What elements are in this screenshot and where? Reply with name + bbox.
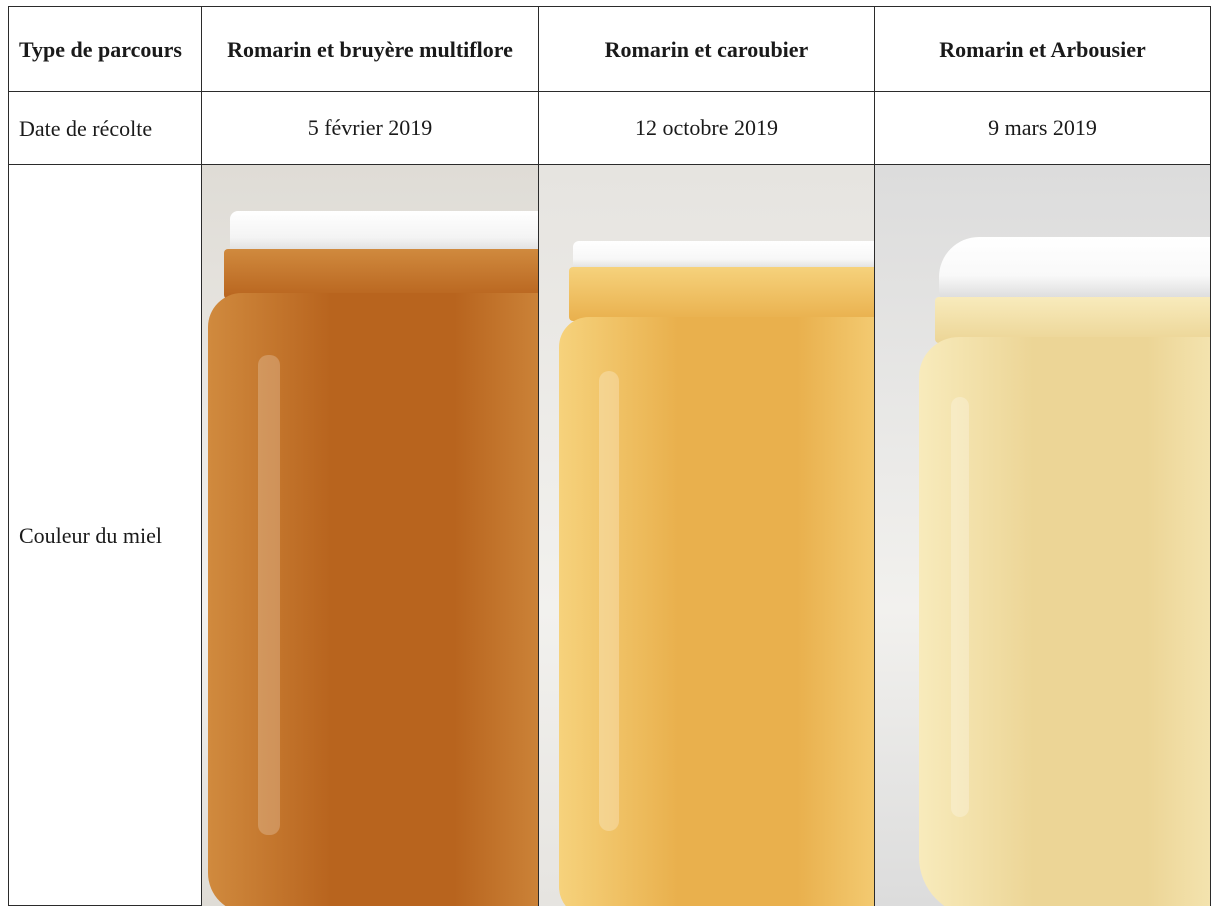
column-header-romarin-caroubier: Romarin et caroubier [538,6,875,92]
harvest-date-row: Date de récolte 5 février 2019 12 octobr… [8,91,1211,165]
harvest-date-cell: 5 février 2019 [201,91,539,165]
honey-jar-photo-1 [201,164,539,906]
jar-sheen [258,355,280,835]
jar-body [919,337,1210,906]
column-header-romarin-arbousier: Romarin et Arbousier [874,6,1211,92]
jar-sheen [951,397,969,817]
jar-lid [573,241,874,271]
honey-jar [208,205,538,906]
honey-jar [559,241,874,906]
jar-sheen [599,371,619,831]
harvest-date-cell: 9 mars 2019 [874,91,1211,165]
honey-jar-photo-2 [538,164,875,906]
row-label-type-de-parcours: Type de parcours [8,6,202,92]
row-label-date-de-recolte: Date de récolte [8,91,202,165]
harvest-date-cell: 12 octobre 2019 [538,91,875,165]
jar-body [559,317,874,906]
jar-lid [230,211,538,255]
jar-rim [224,249,538,299]
jar-lid [939,237,1210,301]
column-header-romarin-bruyere: Romarin et bruyère multiflore [201,6,539,92]
honey-table: Type de parcours Romarin et bruyère mult… [8,6,1211,906]
jar-rim [935,297,1210,343]
honey-jar-photo-3 [874,164,1211,906]
jar-rim [569,267,874,321]
header-row: Type de parcours Romarin et bruyère mult… [8,6,1211,92]
honey-color-row: Couleur du miel [8,164,1211,906]
honey-jar [915,237,1210,906]
jar-body [208,293,538,906]
row-label-couleur-du-miel: Couleur du miel [8,164,202,906]
